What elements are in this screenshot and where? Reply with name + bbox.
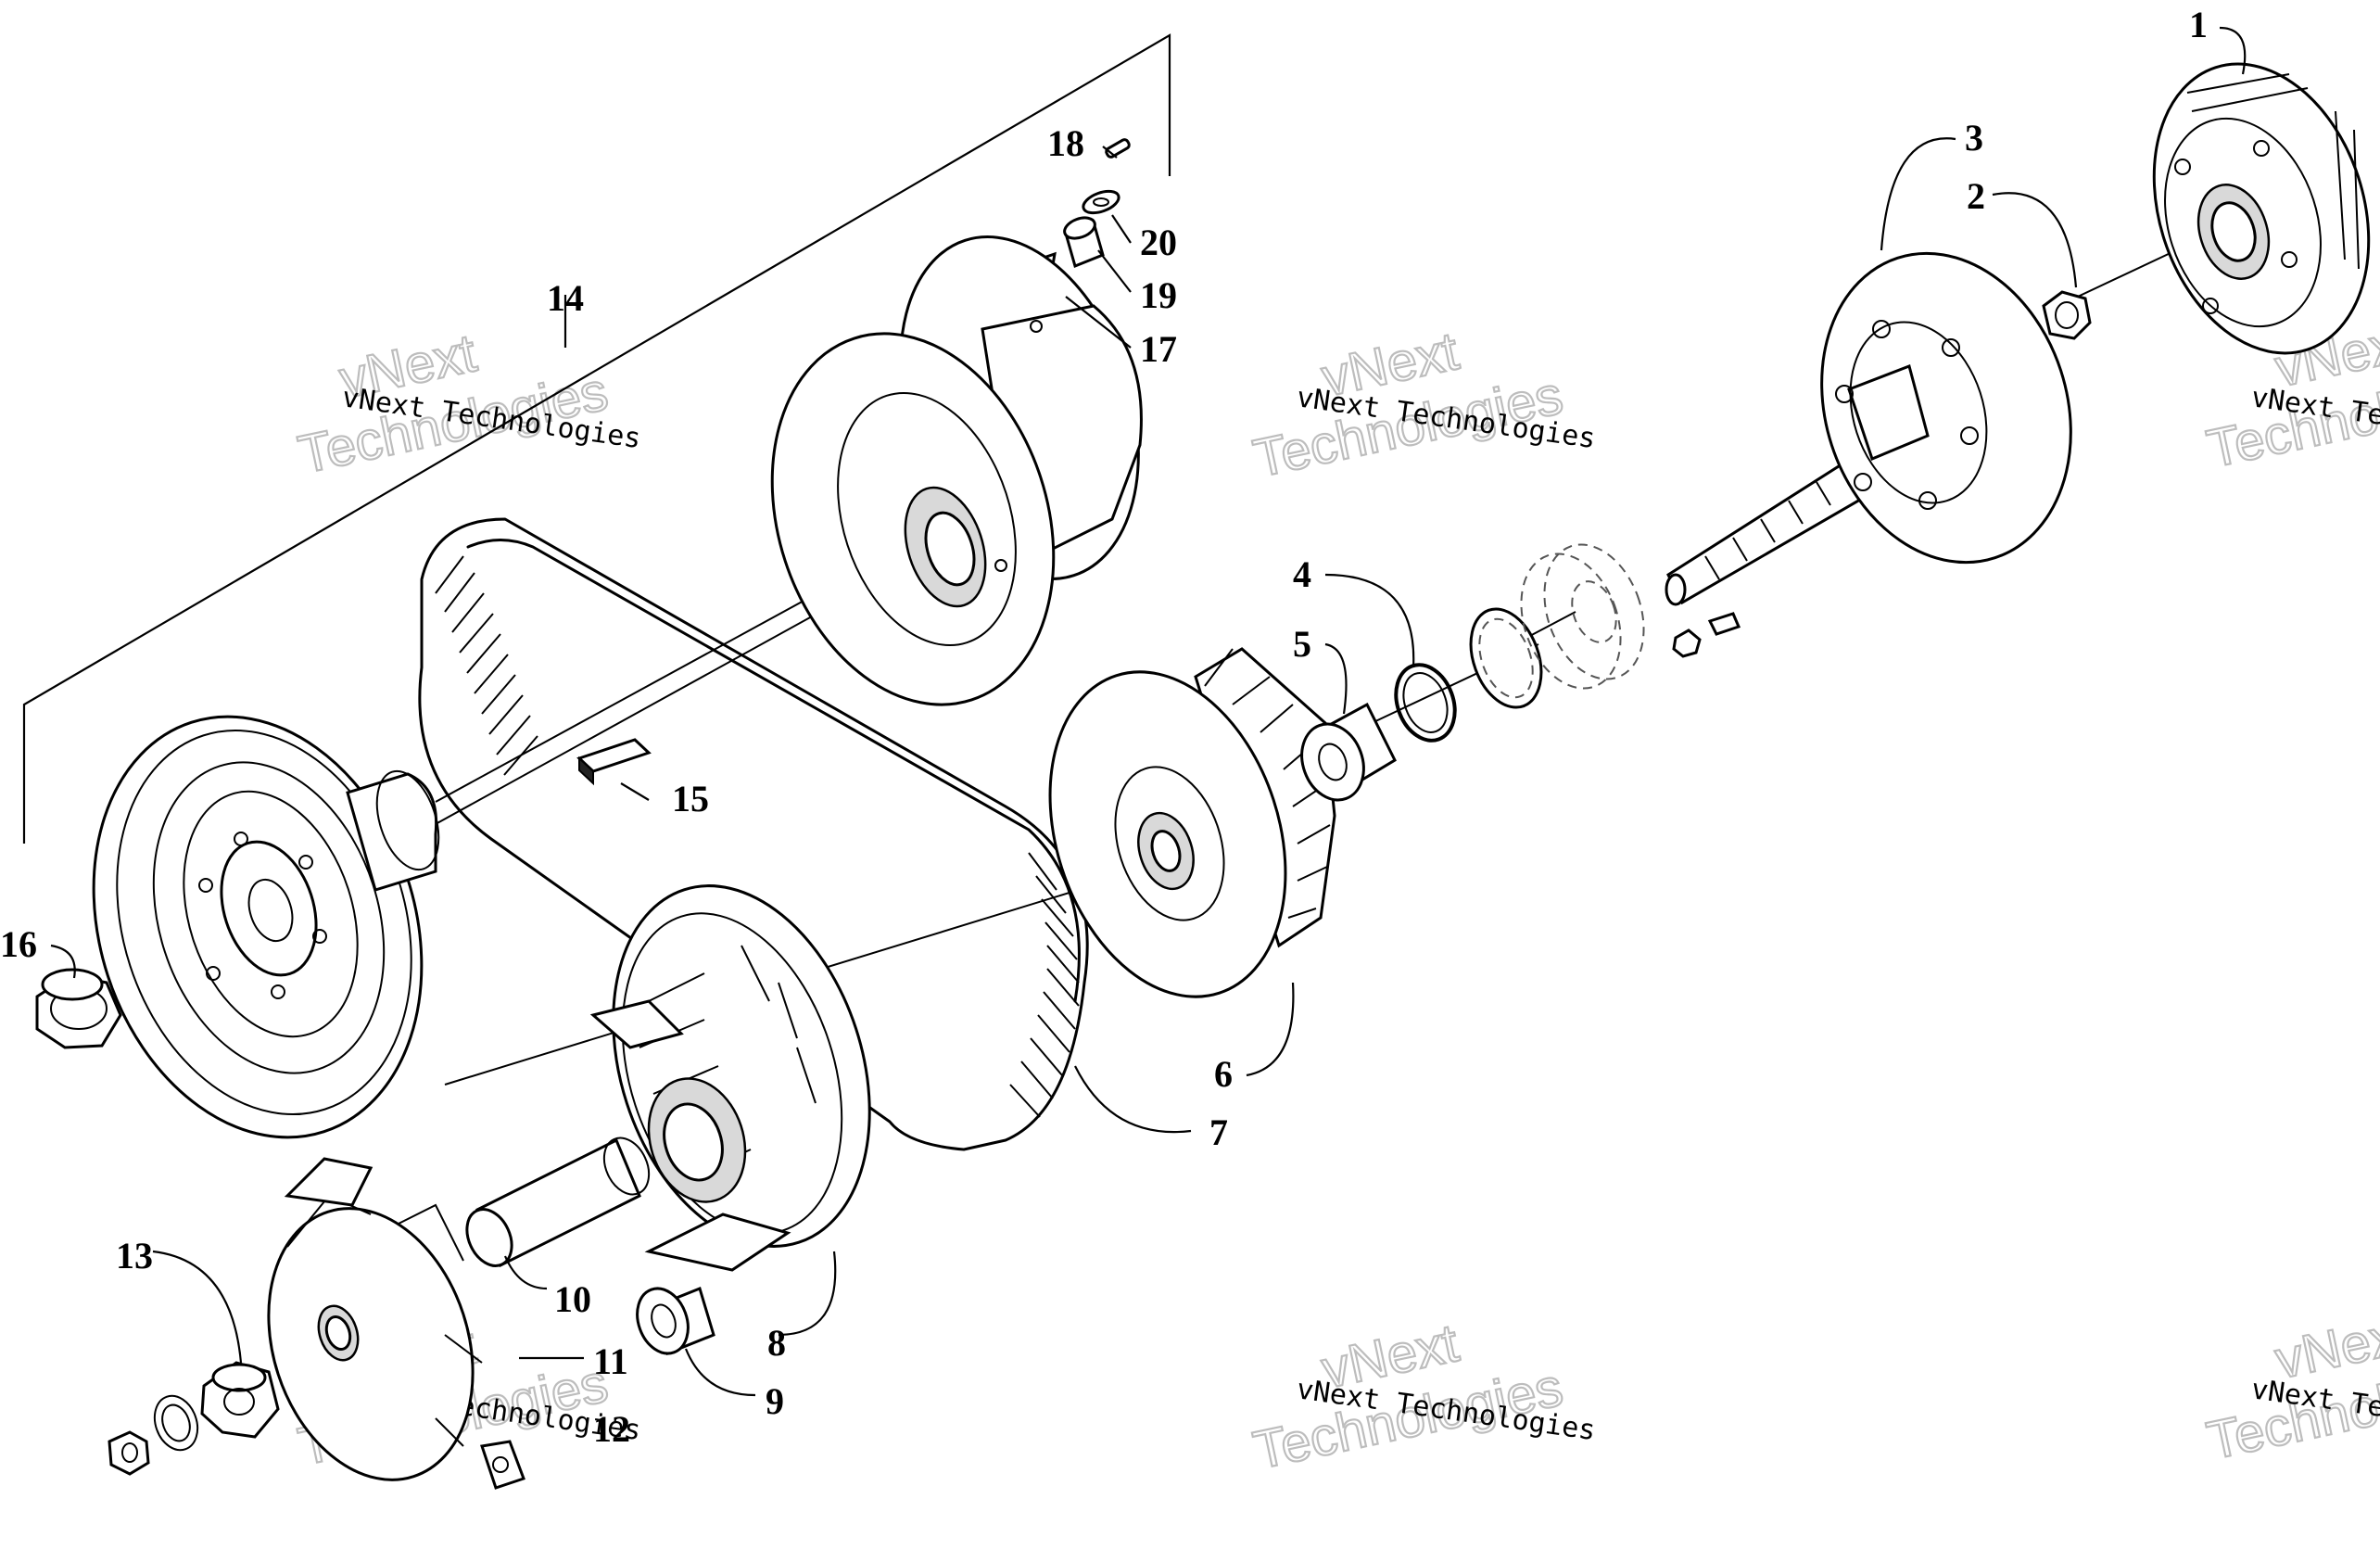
part-5-bushing: [1300, 702, 1397, 802]
small-fasteners: [1672, 612, 1741, 658]
part-15-key: [576, 738, 652, 786]
callout-8: 8: [767, 1322, 786, 1364]
part-13-nut: [200, 1361, 280, 1439]
leader-lines: [50, 26, 2247, 1397]
washer-small: [108, 1430, 150, 1476]
part-14-movable-sheave: [770, 235, 1143, 706]
part-9-bearing: [636, 1286, 715, 1356]
washer-snap-ring: [153, 1394, 199, 1452]
callout-13: 13: [116, 1235, 153, 1276]
part-14-fixed-sheave: [92, 715, 440, 1139]
part-8-movable-sheave: [589, 884, 871, 1272]
part-11-spider: [267, 1157, 483, 1481]
callout-19: 19: [1140, 274, 1177, 316]
callout-1: 1: [2189, 4, 2208, 45]
callout-12: 12: [593, 1408, 630, 1450]
callout-4: 4: [1293, 553, 1311, 595]
part-10-spacer: [465, 1137, 651, 1268]
callout-14: 14: [547, 277, 584, 319]
callout-2: 2: [1967, 175, 1985, 217]
callout-18: 18: [1047, 122, 1084, 164]
part-16-nut: [35, 968, 122, 1049]
part-12-weight: [480, 1440, 525, 1490]
part-18-pin: [1105, 138, 1131, 159]
part-2-nut: [2042, 290, 2092, 340]
callout-7: 7: [1209, 1111, 1228, 1153]
callout-16: 16: [0, 923, 37, 965]
callout-3: 3: [1965, 117, 1983, 159]
callout-11: 11: [593, 1340, 628, 1382]
assembly-bracket: [22, 33, 1171, 844]
callout-20: 20: [1140, 222, 1177, 263]
part-3-driven-shaft: [1665, 251, 2072, 606]
callout-6: 6: [1214, 1053, 1233, 1095]
callout-15: 15: [672, 778, 709, 819]
part-7-drive-belt: [418, 517, 1089, 1151]
callout-17: 17: [1140, 328, 1177, 370]
callout-9: 9: [766, 1380, 784, 1422]
part-4-o-ring: [1394, 663, 1457, 743]
callout-numbers: 1 2 3 4 5 6 7 8 9 10 11 12 13 14 15 16 1…: [0, 4, 2208, 1450]
part-20-washer: [1082, 189, 1120, 215]
part-1-clutch-hub: [2152, 62, 2371, 355]
part-6-fixed-sheave: [1048, 647, 1336, 998]
callout-10: 10: [554, 1278, 591, 1320]
dashed-bearing: [1520, 543, 1645, 690]
part-19-roller: [1063, 216, 1105, 269]
callout-5: 5: [1293, 623, 1311, 665]
seal-ring: [1469, 607, 1543, 709]
